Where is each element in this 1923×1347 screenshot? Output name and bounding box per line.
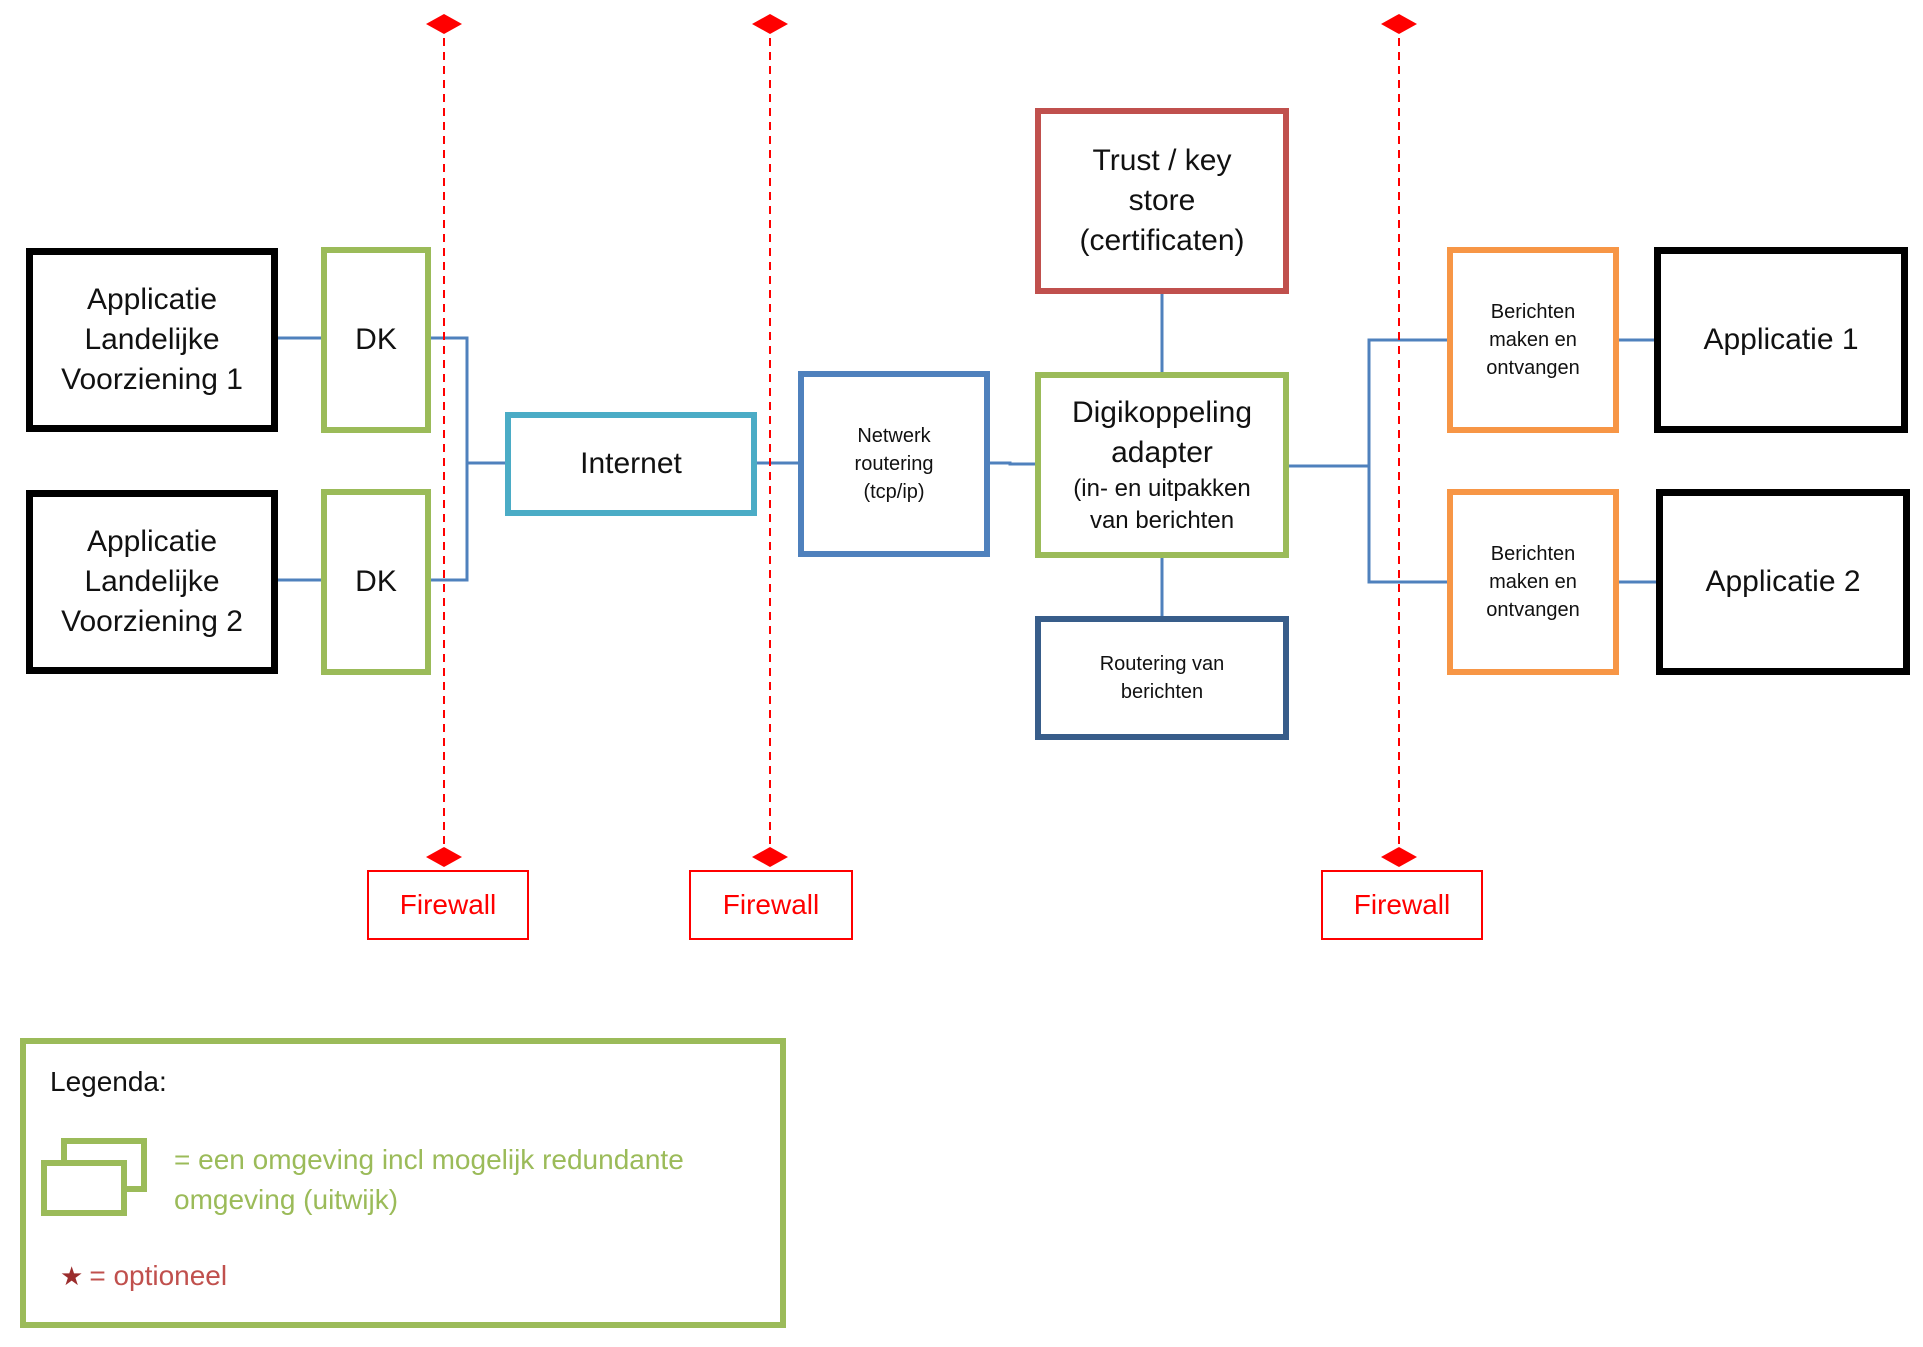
node-label-line: Berichten bbox=[1490, 301, 1576, 323]
trust-key-store-box: Trust / key store (certificaten) bbox=[1035, 108, 1289, 294]
connector-adapter-to-berichten2 bbox=[1367, 466, 1449, 584]
firewall-marker-top-1 bbox=[426, 14, 462, 34]
node-label-line: routering bbox=[854, 453, 934, 475]
connector-lines bbox=[276, 290, 1658, 618]
firewall-marker-bottom-1 bbox=[426, 847, 462, 867]
redundant-environment-icon bbox=[41, 1138, 147, 1216]
node-label-line: maken en bbox=[1489, 571, 1577, 593]
dk-label: DK bbox=[355, 565, 397, 598]
node-label-line: van berichten bbox=[1089, 507, 1235, 534]
node-label-line: Applicatie bbox=[86, 283, 218, 316]
legend-title: Legenda: bbox=[50, 1066, 167, 1097]
star-icon: ★ bbox=[60, 1260, 84, 1291]
firewall-lines bbox=[443, 24, 1400, 856]
connector-dk1-to-internet bbox=[429, 336, 507, 465]
dk-box-1: DK bbox=[321, 247, 431, 433]
node-label-line: Applicatie bbox=[86, 525, 218, 558]
node-label-line: Netwerk bbox=[857, 425, 931, 447]
dk-box-2: DK bbox=[321, 489, 431, 675]
node-label-line: (in- en uitpakken bbox=[1073, 475, 1251, 502]
applicatie-1-box: Applicatie 1 bbox=[1654, 247, 1908, 433]
connector-netwerk-to-adapter bbox=[988, 461, 1036, 466]
app-label: Applicatie 2 bbox=[1705, 565, 1861, 598]
node-label-line: Landelijke bbox=[84, 323, 220, 356]
berichten-box-1: Berichten maken en ontvangen bbox=[1447, 247, 1619, 433]
connector-dk2-to-internet bbox=[429, 463, 469, 582]
node-label-line: berichten bbox=[1120, 681, 1204, 703]
node-label-line: store bbox=[1128, 184, 1196, 217]
firewall-markers bbox=[426, 14, 1417, 867]
node-label-line: Digikoppeling bbox=[1071, 396, 1253, 429]
internet-label: Internet bbox=[580, 447, 682, 480]
berichten-box-2: Berichten maken en ontvangen bbox=[1447, 489, 1619, 675]
legend-environment-line: omgeving (uitwijk) bbox=[174, 1184, 399, 1215]
firewall-marker-top-3 bbox=[1381, 14, 1417, 34]
node-label-line: Trust / key bbox=[1092, 144, 1232, 177]
connector-adapter-to-berichten bbox=[1288, 338, 1449, 468]
node-label-line: (certificaten) bbox=[1079, 224, 1245, 257]
legend-environment-text: = een omgeving incl mogelijk redundante … bbox=[174, 1140, 764, 1220]
firewall-text: Firewall bbox=[1353, 889, 1451, 920]
legend-optional: ★ = optioneel bbox=[60, 1260, 227, 1292]
node-label-line: Voorziening 1 bbox=[61, 363, 243, 396]
applicatie-2-box: Applicatie 2 bbox=[1656, 489, 1910, 675]
node-label-line: ontvangen bbox=[1486, 599, 1580, 621]
legend-box: Legenda: = een omgeving incl mogelijk re… bbox=[20, 1038, 786, 1328]
internet-box: Internet bbox=[505, 412, 757, 516]
firewall-marker-top-2 bbox=[752, 14, 788, 34]
firewall-text: Firewall bbox=[722, 889, 820, 920]
firewall-label-1: Firewall bbox=[367, 870, 529, 940]
firewall-label-3: Firewall bbox=[1321, 870, 1483, 940]
node-label-line: Berichten bbox=[1490, 543, 1576, 565]
firewall-text: Firewall bbox=[399, 889, 497, 920]
digikoppeling-adapter-box: Digikoppeling adapter (in- en uitpakken … bbox=[1035, 372, 1289, 558]
node-label-line: maken en bbox=[1489, 329, 1577, 351]
node-label-line: adapter bbox=[1111, 436, 1213, 469]
app-label: Applicatie 1 bbox=[1703, 323, 1859, 356]
firewall-label-2: Firewall bbox=[689, 870, 853, 940]
firewall-marker-bottom-3 bbox=[1381, 847, 1417, 867]
node-label-line: (tcp/ip) bbox=[863, 481, 925, 503]
dk-label: DK bbox=[355, 323, 397, 356]
legend-environment-line: = een omgeving incl mogelijk redundante bbox=[174, 1144, 684, 1175]
node-label-line: Routering van bbox=[1099, 653, 1225, 675]
app-landelijke-voorziening-2: Applicatie Landelijke Voorziening 2 bbox=[26, 490, 278, 674]
node-label-line: Landelijke bbox=[84, 565, 220, 598]
netwerk-routering-box: Netwerk routering (tcp/ip) bbox=[798, 371, 990, 557]
firewall-marker-bottom-2 bbox=[752, 847, 788, 867]
legend-optional-text: = optioneel bbox=[89, 1260, 228, 1291]
routering-berichten-box: Routering van berichten bbox=[1035, 616, 1289, 740]
node-label-line: ontvangen bbox=[1486, 357, 1580, 379]
app-landelijke-voorziening-1: Applicatie Landelijke Voorziening 1 bbox=[26, 248, 278, 432]
node-label-line: Voorziening 2 bbox=[61, 605, 243, 638]
